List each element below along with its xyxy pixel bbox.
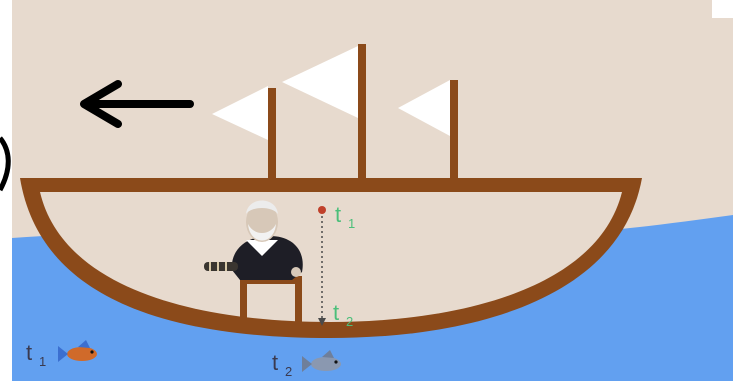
ball-time-end-label: t: [333, 300, 339, 325]
ball-start: [318, 206, 326, 214]
mast-left: [268, 88, 276, 182]
top-right-corner: [712, 0, 733, 18]
fish-time-start-label: t: [26, 340, 32, 365]
ball-time-end-subscript: 2: [346, 314, 353, 329]
ball-time-start-subscript: 1: [348, 216, 355, 231]
ball-time-start-label: t: [335, 202, 341, 227]
mast-right: [450, 80, 458, 182]
fish-time-start-subscript: 1: [39, 354, 46, 369]
mast-center: [358, 44, 366, 182]
fish-time-end-label: t: [272, 350, 278, 375]
fish-time-end-subscript: 2: [285, 364, 292, 379]
